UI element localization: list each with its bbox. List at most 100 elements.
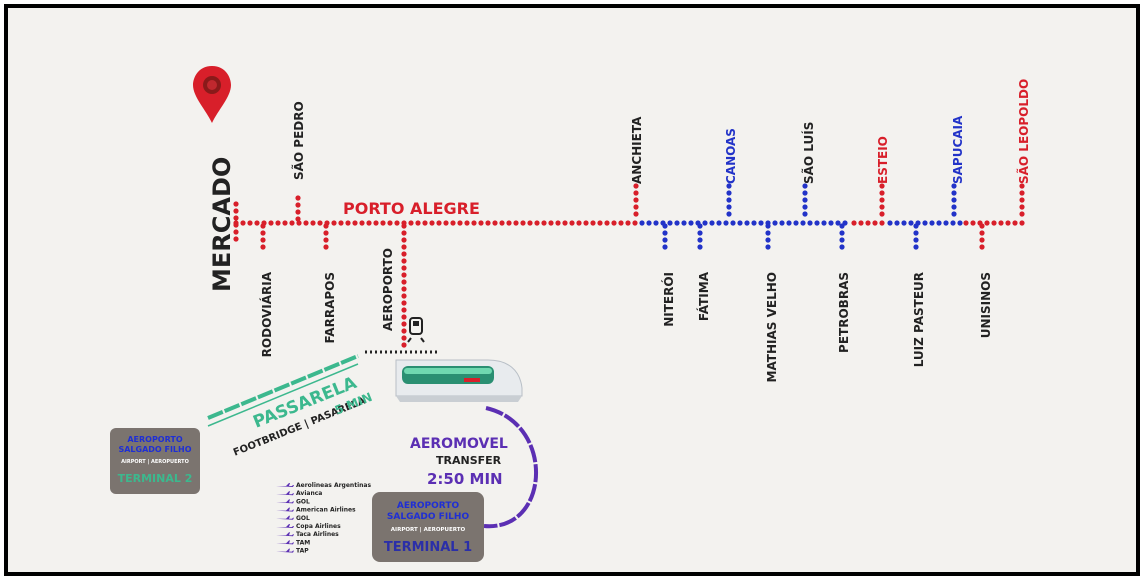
line-dot — [879, 197, 885, 203]
station-label-aeroporto[interactable]: AEROPORTO — [381, 248, 395, 331]
line-dot — [323, 244, 329, 250]
line-dot — [950, 220, 956, 226]
line-dot — [485, 220, 491, 226]
airline-name: Avianca — [296, 490, 322, 497]
airline-name: TAP — [296, 548, 309, 555]
line-dot — [765, 244, 771, 250]
line-dot — [401, 237, 407, 243]
line-dot — [569, 220, 575, 226]
station-label-farrapos[interactable]: FARRAPOS — [323, 272, 337, 344]
line-dot — [662, 244, 668, 250]
line-dot — [951, 197, 957, 203]
line-dot — [858, 220, 864, 226]
line-dot — [716, 220, 722, 226]
line-dot — [247, 220, 253, 226]
aeromovel-route — [483, 406, 538, 529]
plane-icon — [276, 491, 294, 496]
line-dot — [527, 220, 533, 226]
line-dot — [296, 220, 302, 226]
station-label-sapucaia[interactable]: SAPUCAIA — [951, 115, 965, 184]
line-dot — [555, 220, 561, 226]
line-dot — [821, 220, 827, 226]
station-label-sao-luis[interactable]: SÃO LUÍS — [801, 122, 816, 184]
line-dot — [295, 195, 301, 201]
line-dot — [802, 211, 808, 217]
station-label-unisinos[interactable]: UNISINOS — [979, 272, 993, 338]
line-dot — [879, 183, 885, 189]
line-dot — [814, 220, 820, 226]
line-dot — [1019, 204, 1025, 210]
line-dot — [979, 223, 985, 229]
line-dot — [387, 220, 393, 226]
line-dot — [991, 220, 997, 226]
station-label-sao-pedro[interactable]: SÃO PEDRO — [291, 101, 306, 180]
line-dot — [887, 220, 893, 226]
line-dot — [1019, 220, 1025, 226]
line-dot — [240, 220, 246, 226]
station-label-mercado[interactable]: MERCADO — [208, 157, 236, 292]
line-dot — [323, 223, 329, 229]
plane-icon — [276, 507, 294, 512]
aeromovel-subtitle: TRANSFER — [436, 454, 502, 467]
line-dot — [1019, 183, 1025, 189]
line-dot — [807, 220, 813, 226]
line-dot — [872, 220, 878, 226]
line-dot — [401, 230, 407, 236]
station-label-anchieta[interactable]: ANCHIETA — [630, 116, 644, 184]
line-dot — [984, 220, 990, 226]
line-dot — [1019, 197, 1025, 203]
line-dot — [765, 223, 771, 229]
airlines-list: Aerolineas ArgentinasAviancaGOLAmerican … — [276, 482, 371, 555]
line-dot — [758, 220, 764, 226]
line-dot — [786, 220, 792, 226]
station-label-canoas[interactable]: CANOAS — [724, 128, 738, 184]
line-dot — [957, 220, 963, 226]
passarela-footbridge: PASSARELA FOOTBRIDGE | PASARELA 5 MIN — [207, 354, 374, 459]
line-dot — [401, 307, 407, 313]
line-dot — [464, 220, 470, 226]
station-label-petrobras[interactable]: PETROBRAS — [837, 272, 851, 353]
line-dot — [688, 220, 694, 226]
line-dot — [730, 220, 736, 226]
station-label-fatima[interactable]: FÁTIMA — [696, 271, 711, 321]
terminal-1-card[interactable]: AEROPORTO SALGADO FILHO AIRPORT | AEROPU… — [372, 492, 484, 562]
line-dot — [879, 190, 885, 196]
line-dot — [681, 220, 687, 226]
line-dot — [401, 342, 407, 348]
line-dot — [726, 204, 732, 210]
line-dot — [828, 220, 834, 226]
line-dot — [583, 220, 589, 226]
line-dot — [913, 230, 919, 236]
line-dot — [331, 220, 337, 226]
line-dot — [737, 220, 743, 226]
line-dot — [697, 230, 703, 236]
station-label-niteroi[interactable]: NITERÓI — [661, 272, 676, 327]
terminal-2-line2: SALGADO FILHO — [118, 445, 191, 454]
plane-icon — [276, 540, 294, 545]
line-dot — [401, 265, 407, 271]
line-dot — [1005, 220, 1011, 226]
station-label-rodoviaria[interactable]: RODOVIÁRIA — [259, 271, 274, 357]
line-dot — [275, 220, 281, 226]
station-label-esteio[interactable]: ESTEIO — [876, 136, 890, 184]
line-dot — [793, 220, 799, 226]
station-label-luiz-pasteur[interactable]: LUIZ PASTEUR — [912, 272, 926, 367]
line-dot — [422, 220, 428, 226]
station-label-sao-leopoldo[interactable]: SÃO LEOPOLDO — [1016, 79, 1031, 184]
terminal-2-card[interactable]: AEROPORTO SALGADO FILHO AIRPORT | AEROPU… — [110, 428, 200, 494]
line-dot — [625, 220, 631, 226]
airline-name: GOL — [296, 498, 310, 505]
line-dot — [922, 220, 928, 226]
line-dot — [492, 220, 498, 226]
line-dot — [639, 220, 645, 226]
line-dot — [851, 220, 857, 226]
line-dot — [233, 229, 239, 235]
station-label-mathias-velho[interactable]: MATHIAS VELHO — [765, 272, 779, 382]
line-dot — [970, 220, 976, 226]
line-dot — [697, 244, 703, 250]
city-label-porto-alegre: PORTO ALEGRE — [343, 199, 480, 218]
line-dot — [520, 220, 526, 226]
line-dot — [936, 220, 942, 226]
line-dot — [233, 201, 239, 207]
line-dot — [800, 220, 806, 226]
